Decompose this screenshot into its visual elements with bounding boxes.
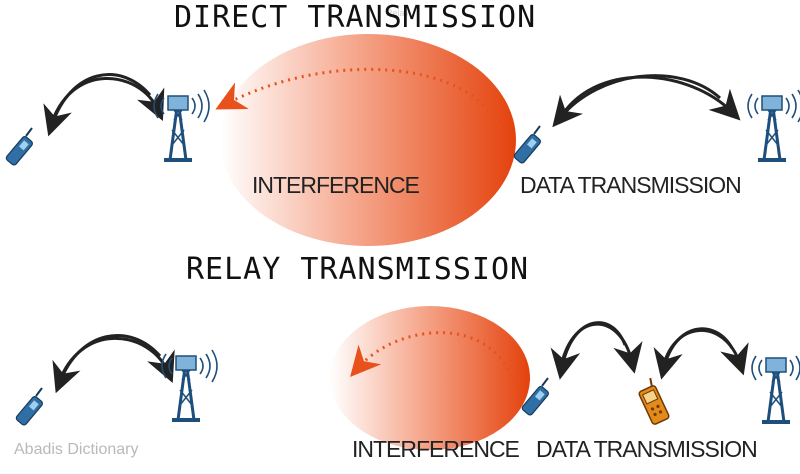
direct-interference-arrow xyxy=(215,67,502,129)
overlay-faint-text: Relay xyxy=(386,8,410,18)
direct-interference-blob xyxy=(220,34,516,246)
direct-right-tower-icon xyxy=(746,88,800,164)
relay-relay-to-tower-arrow xyxy=(660,328,749,376)
relay-left-tower-icon xyxy=(160,348,219,424)
direct-interference-label: INTERFERENCE xyxy=(252,172,420,198)
direct-right-phone-icon xyxy=(512,125,543,166)
direct-data-transmission-label: DATA TRANSMISSION xyxy=(520,172,742,198)
direct-left-tower-icon xyxy=(152,88,211,164)
relay-transmission-title: RELAY TRANSMISSION xyxy=(186,252,530,287)
direct-transmission-title: DIRECT TRANSMISSION xyxy=(174,0,537,35)
relay-device-phone-icon xyxy=(638,377,670,425)
direct-left-phone-icon xyxy=(4,127,35,168)
relay-data-transmission-label: DATA TRANSMISSION xyxy=(536,436,758,462)
relay-interference-label: INTERFERENCE xyxy=(352,436,520,462)
relay-interference-blob xyxy=(330,306,530,450)
relay-left-link-arrow xyxy=(56,336,175,386)
relay-right-tower-icon xyxy=(750,350,800,426)
watermark-text: Abadis Dictionary xyxy=(14,441,139,458)
relay-left-phone-icon xyxy=(14,387,45,428)
relay-phone-to-relay-arrow xyxy=(558,322,643,374)
